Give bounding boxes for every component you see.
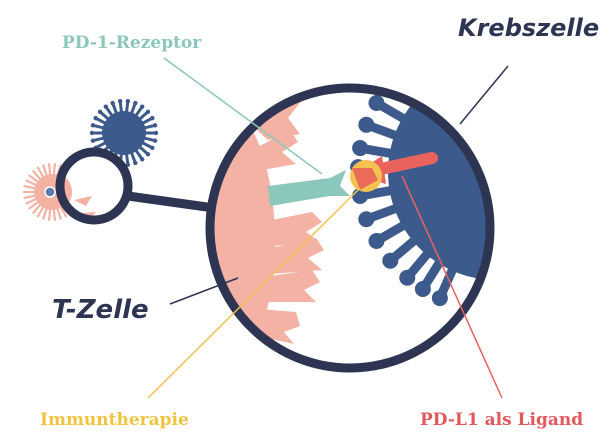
pointer-cancer-cell: [460, 66, 508, 124]
label-t-cell: T-Zelle: [52, 295, 149, 325]
label-pd1-receptor: PD-1-Rezeptor: [62, 33, 202, 53]
label-pdl1-ligand: PD-L1 als Ligand: [420, 410, 583, 430]
label-cancer-cell: Krebszelle: [458, 14, 599, 42]
label-immunotherapy: Immuntherapie: [40, 410, 189, 430]
magnifier-handle: [128, 196, 214, 208]
